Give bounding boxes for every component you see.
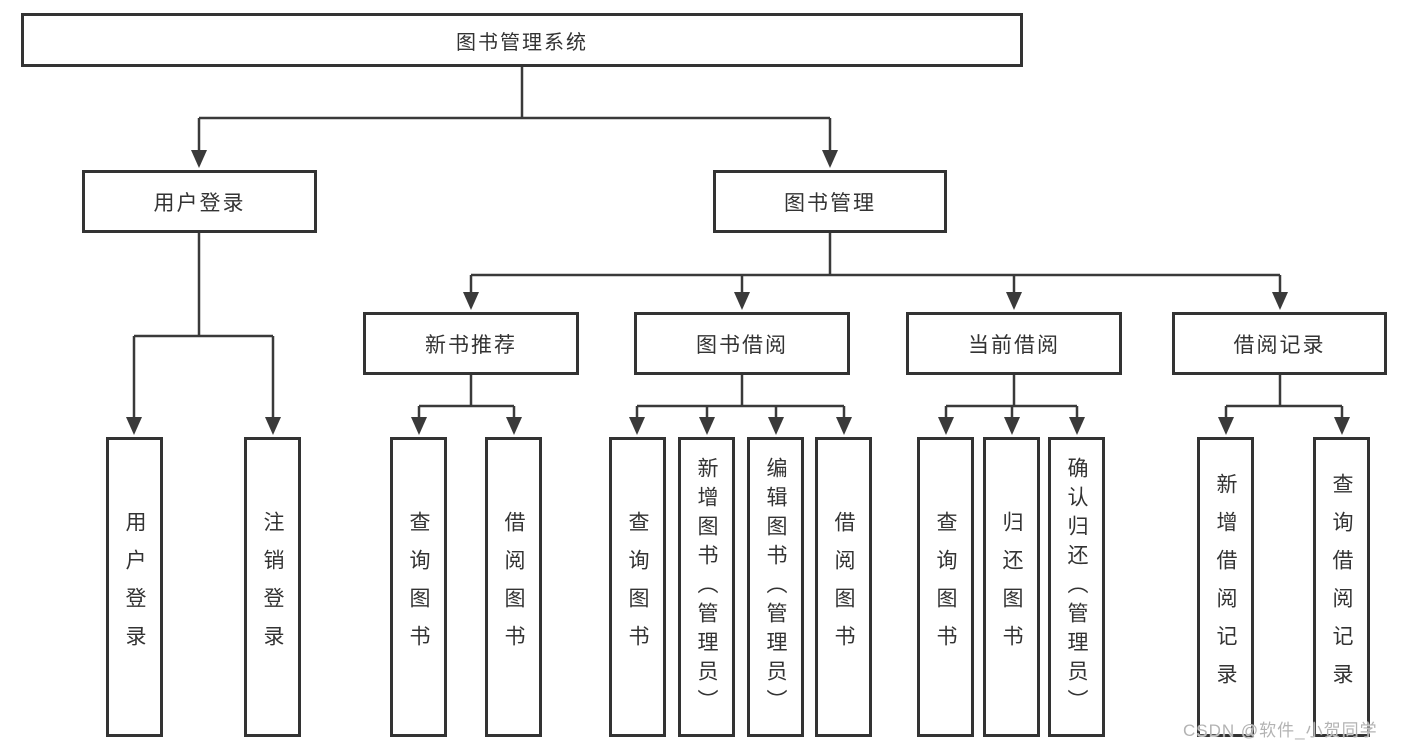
edge-book-management-to-level2 xyxy=(469,233,1282,294)
leaf-borrow-books-label: 借阅图书 xyxy=(832,511,855,663)
arrowheads xyxy=(126,150,1350,435)
leaf-query-books-recommend: 查询图书 xyxy=(390,437,447,737)
node-current-borrowing-label: 当前借阅 xyxy=(968,333,1060,357)
node-root: 图书管理系统 xyxy=(21,13,1023,67)
leaf-user-login-label: 用户登录 xyxy=(123,511,146,663)
node-user-login: 用户登录 xyxy=(82,170,317,233)
leaf-borrow-books: 借阅图书 xyxy=(815,437,872,737)
leaf-add-books-admin-label: 新增图书（管理员） xyxy=(695,456,718,718)
leaf-add-borrow-record-label: 新增借阅记录 xyxy=(1214,473,1237,701)
node-new-book-recommend-label: 新书推荐 xyxy=(425,333,517,357)
leaf-add-borrow-record: 新增借阅记录 xyxy=(1197,437,1254,737)
leaf-confirm-return-admin-label: 确认归还（管理员） xyxy=(1065,456,1088,718)
node-root-label: 图书管理系统 xyxy=(456,31,588,54)
leaf-edit-books-admin: 编辑图书（管理员） xyxy=(747,437,804,737)
node-borrowing-records: 借阅记录 xyxy=(1172,312,1387,375)
edge-current-borrowing-to-leaves xyxy=(944,375,1079,419)
leaf-logout-label: 注销登录 xyxy=(261,511,284,663)
leaf-query-borrow-record-label: 查询借阅记录 xyxy=(1330,473,1353,701)
node-user-login-label: 用户登录 xyxy=(153,191,246,215)
leaf-query-books-current: 查询图书 xyxy=(917,437,974,737)
edge-book-borrowing-to-leaves xyxy=(635,375,846,419)
node-new-book-recommend: 新书推荐 xyxy=(363,312,579,375)
leaf-query-borrow-record: 查询借阅记录 xyxy=(1313,437,1370,737)
node-current-borrowing: 当前借阅 xyxy=(906,312,1122,375)
node-book-management: 图书管理 xyxy=(713,170,947,233)
edge-borrowing-records-to-leaves xyxy=(1224,375,1344,419)
leaf-edit-books-admin-label: 编辑图书（管理员） xyxy=(764,456,787,718)
leaf-add-books-admin: 新增图书（管理员） xyxy=(678,437,735,737)
leaf-borrow-books-recommend-label: 借阅图书 xyxy=(502,511,525,663)
node-borrowing-records-label: 借阅记录 xyxy=(1233,333,1326,357)
leaf-borrow-books-recommend: 借阅图书 xyxy=(485,437,542,737)
edge-user-login-to-leaves xyxy=(132,233,275,419)
leaf-query-books-recommend-label: 查询图书 xyxy=(407,511,430,663)
node-book-borrowing: 图书借阅 xyxy=(634,312,850,375)
node-book-borrowing-label: 图书借阅 xyxy=(696,333,788,357)
csdn-watermark: CSDN @软件_小贺同学 xyxy=(1183,721,1378,740)
leaf-user-login: 用户登录 xyxy=(106,437,163,737)
leaf-confirm-return-admin: 确认归还（管理员） xyxy=(1048,437,1105,737)
leaf-return-books-label: 归还图书 xyxy=(1000,511,1023,663)
leaf-query-books-borrowing: 查询图书 xyxy=(609,437,666,737)
leaf-logout: 注销登录 xyxy=(244,437,301,737)
node-book-management-label: 图书管理 xyxy=(784,191,876,215)
leaf-return-books: 归还图书 xyxy=(983,437,1040,737)
edge-root-to-level1 xyxy=(197,67,832,152)
edge-new-book-recommend-to-leaves xyxy=(417,375,516,419)
leaf-query-books-current-label: 查询图书 xyxy=(934,511,957,663)
leaf-query-books-borrowing-label: 查询图书 xyxy=(626,511,649,663)
